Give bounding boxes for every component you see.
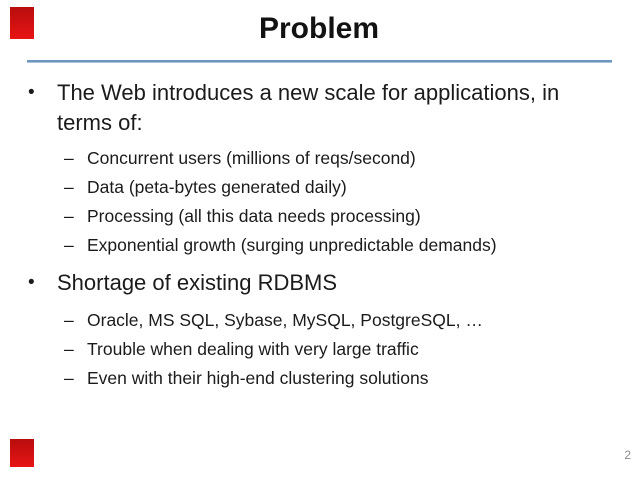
- sub-bullet-item: – Oracle, MS SQL, Sybase, MySQL, Postgre…: [64, 306, 624, 335]
- bullet-text: The Web introduces a new scale for appli…: [57, 80, 560, 135]
- sub-bullet-item: – Trouble when dealing with very large t…: [64, 335, 624, 364]
- sub-bullet-item: – Even with their high-end clustering so…: [64, 364, 624, 393]
- dash-marker: –: [64, 206, 74, 226]
- bullet-marker: •: [28, 272, 35, 293]
- red-corner-mark-top: [10, 7, 34, 39]
- sub-bullet-item: – Data (peta-bytes generated daily): [64, 173, 624, 202]
- bullet-text: Shortage of existing RDBMS: [57, 270, 338, 295]
- sub-bullet-item: – Exponential growth (surging unpredicta…: [64, 231, 624, 260]
- bullet-item: • Shortage of existing RDBMS: [28, 268, 613, 298]
- sub-bullet-text: Concurrent users (millions of reqs/secon…: [87, 148, 416, 168]
- sub-bullet-item: – Concurrent users (millions of reqs/sec…: [64, 144, 624, 173]
- dash-marker: –: [64, 177, 74, 197]
- dash-marker: –: [64, 339, 74, 359]
- dash-marker: –: [64, 148, 74, 168]
- sub-bullet-group: – Concurrent users (millions of reqs/sec…: [64, 144, 624, 260]
- dash-marker: –: [64, 235, 74, 255]
- dash-marker: –: [64, 310, 74, 330]
- sub-bullet-text: Trouble when dealing with very large tra…: [87, 339, 419, 359]
- page-number: 2: [624, 448, 631, 462]
- red-corner-mark-bottom: [10, 439, 34, 467]
- bullet-marker: •: [28, 82, 35, 103]
- sub-bullet-item: – Processing (all this data needs proces…: [64, 202, 624, 231]
- sub-bullet-text: Even with their high-end clustering solu…: [87, 368, 429, 388]
- sub-bullet-group: – Oracle, MS SQL, Sybase, MySQL, Postgre…: [64, 306, 624, 393]
- slide-title: Problem: [258, 12, 380, 45]
- bullet-item: • The Web introduces a new scale for app…: [28, 78, 613, 138]
- sub-bullet-text: Processing (all this data needs processi…: [87, 206, 421, 226]
- sub-bullet-text: Data (peta-bytes generated daily): [87, 177, 347, 197]
- title-divider-rule: [27, 60, 612, 63]
- dash-marker: –: [64, 368, 74, 388]
- sub-bullet-text: Exponential growth (surging unpredictabl…: [87, 235, 497, 255]
- sub-bullet-text: Oracle, MS SQL, Sybase, MySQL, PostgreSQ…: [87, 310, 483, 330]
